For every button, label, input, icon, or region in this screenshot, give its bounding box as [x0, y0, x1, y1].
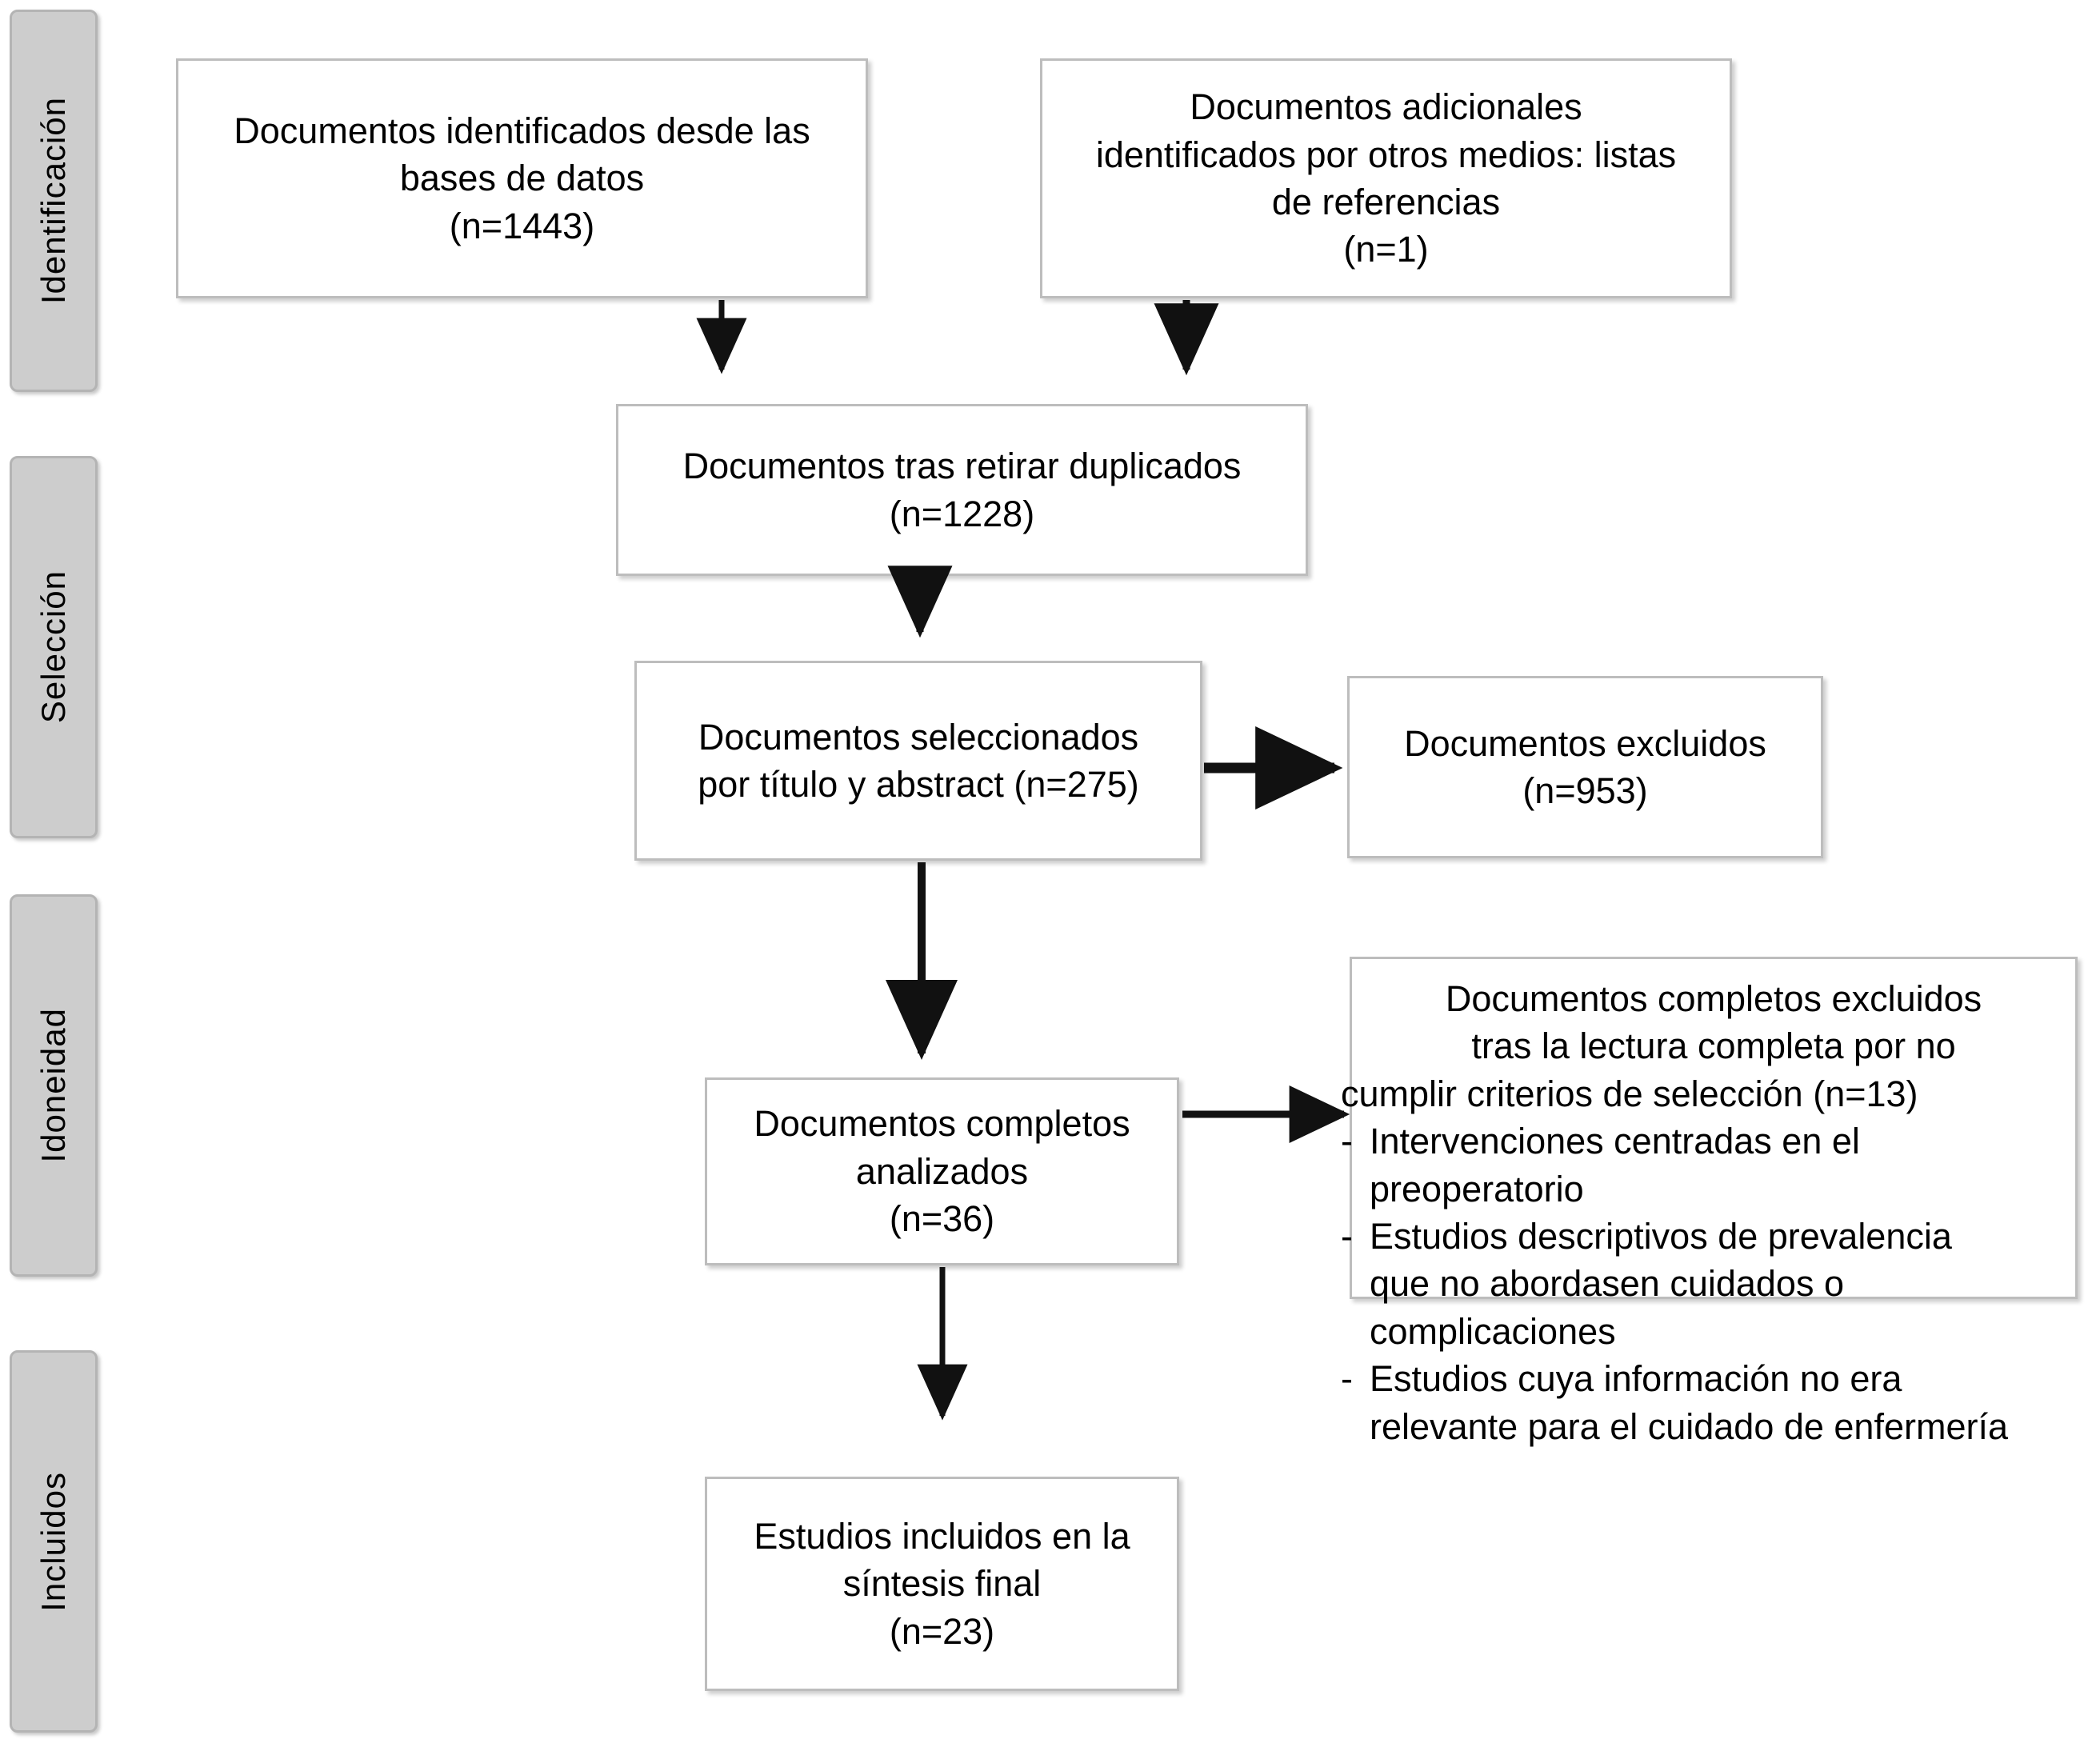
box-line: tras la lectura completa por no — [1471, 1025, 1956, 1067]
box-text: Documentos excluidos (n=953) — [1358, 720, 1813, 815]
exclusion-reason-item: - Estudios cuya información no era relev… — [1341, 1355, 2072, 1450]
box-line: síntesis final — [842, 1563, 1042, 1605]
box-line: (n=1) — [1343, 229, 1429, 270]
box-line: complicaciones — [1370, 1310, 1616, 1352]
stage-label-idoneidad: Idoneidad — [34, 1008, 72, 1163]
stage-bar-seleccion: Selección — [10, 456, 98, 838]
box-line: que no abordasen cuidados o — [1370, 1263, 1844, 1305]
stage-bar-identificacion: Identificación — [10, 10, 98, 392]
box-estudios-incluidos-sintesis-final: Estudios incluidos en la síntesis final … — [705, 1477, 1179, 1691]
box-line: Documentos seleccionados — [698, 716, 1139, 758]
box-line: (n=23) — [889, 1610, 995, 1652]
box-documentos-tras-retirar-duplicados: Documentos tras retirar duplicados (n=12… — [616, 404, 1308, 576]
box-text: Documentos completos excluidos tras la l… — [1341, 975, 2072, 1450]
stage-label-seleccion: Selección — [34, 570, 72, 724]
box-line: Documentos identificados desde las — [234, 110, 810, 151]
box-line: Documentos tras retirar duplicados — [682, 446, 1242, 487]
box-documentos-seleccionados-titulo-abstract: Documentos seleccionados por título y ab… — [634, 661, 1202, 861]
exclusion-reason-list: - Intervenciones centradas en el preoper… — [1341, 1117, 2072, 1450]
box-line: (n=36) — [889, 1198, 995, 1240]
box-line: Documentos completos — [754, 1103, 1130, 1145]
bullet-dash: - — [1341, 1358, 1353, 1400]
box-line: por título y abstract (n=275) — [698, 764, 1139, 805]
box-text: Documentos tras retirar duplicados (n=12… — [626, 442, 1298, 538]
box-line: bases de datos — [399, 158, 645, 199]
box-line: analizados — [855, 1150, 1029, 1192]
bullet-dash: - — [1341, 1215, 1353, 1257]
box-line: identificados por otros medios: listas — [1095, 134, 1677, 175]
box-line: Estudios cuya información no era — [1370, 1358, 1902, 1400]
box-documentos-adicionales-otros-medios: Documentos adicionales identificados por… — [1040, 58, 1732, 298]
box-documentos-identificados-bases-datos: Documentos identificados desde las bases… — [176, 58, 868, 298]
box-line: relevante para el cuidado de enfermería — [1370, 1405, 2009, 1447]
box-line: Documentos adicionales — [1190, 86, 1582, 128]
box-line: cumplir criterios de selección (n=13) — [1341, 1073, 1918, 1114]
box-line: Estudios descriptivos de prevalencia — [1370, 1215, 1952, 1257]
stage-bar-idoneidad: Idoneidad — [10, 894, 98, 1277]
box-text: Documentos completos analizados (n=36) — [715, 1100, 1169, 1242]
box-line: Documentos completos excluidos — [1445, 978, 1982, 1019]
box-line: (n=1443) — [449, 205, 595, 246]
box-documentos-completos-analizados: Documentos completos analizados (n=36) — [705, 1077, 1179, 1265]
box-text: Documentos seleccionados por título y ab… — [645, 714, 1192, 809]
box-documentos-excluidos: Documentos excluidos (n=953) — [1347, 676, 1823, 858]
box-line: (n=1228) — [889, 493, 1035, 534]
box-line: Estudios incluidos en la — [754, 1515, 1130, 1557]
box-documentos-completos-excluidos: Documentos completos excluidos tras la l… — [1341, 957, 2078, 1447]
box-line: Intervenciones centradas en el — [1370, 1121, 1860, 1162]
box-text: Estudios incluidos en la síntesis final … — [715, 1513, 1169, 1655]
bullet-dash: - — [1341, 1121, 1353, 1162]
box-text: Documentos identificados desde las bases… — [186, 107, 858, 250]
box-line: (n=953) — [1522, 770, 1648, 811]
exclusion-reason-item: - Estudios descriptivos de prevalencia q… — [1341, 1213, 2072, 1355]
stage-label-identificacion: Identificación — [34, 97, 72, 305]
stage-label-incluidos: Incluidos — [34, 1471, 72, 1612]
exclusion-reason-item: - Intervenciones centradas en el preoper… — [1341, 1117, 2072, 1213]
box-line: preoperatorio — [1370, 1168, 1584, 1209]
box-line: Documentos excluidos — [1404, 722, 1766, 764]
stage-bar-incluidos: Incluidos — [10, 1350, 98, 1733]
box-line: de referencias — [1271, 182, 1501, 222]
box-text: Documentos adicionales identificados por… — [1050, 83, 1722, 274]
